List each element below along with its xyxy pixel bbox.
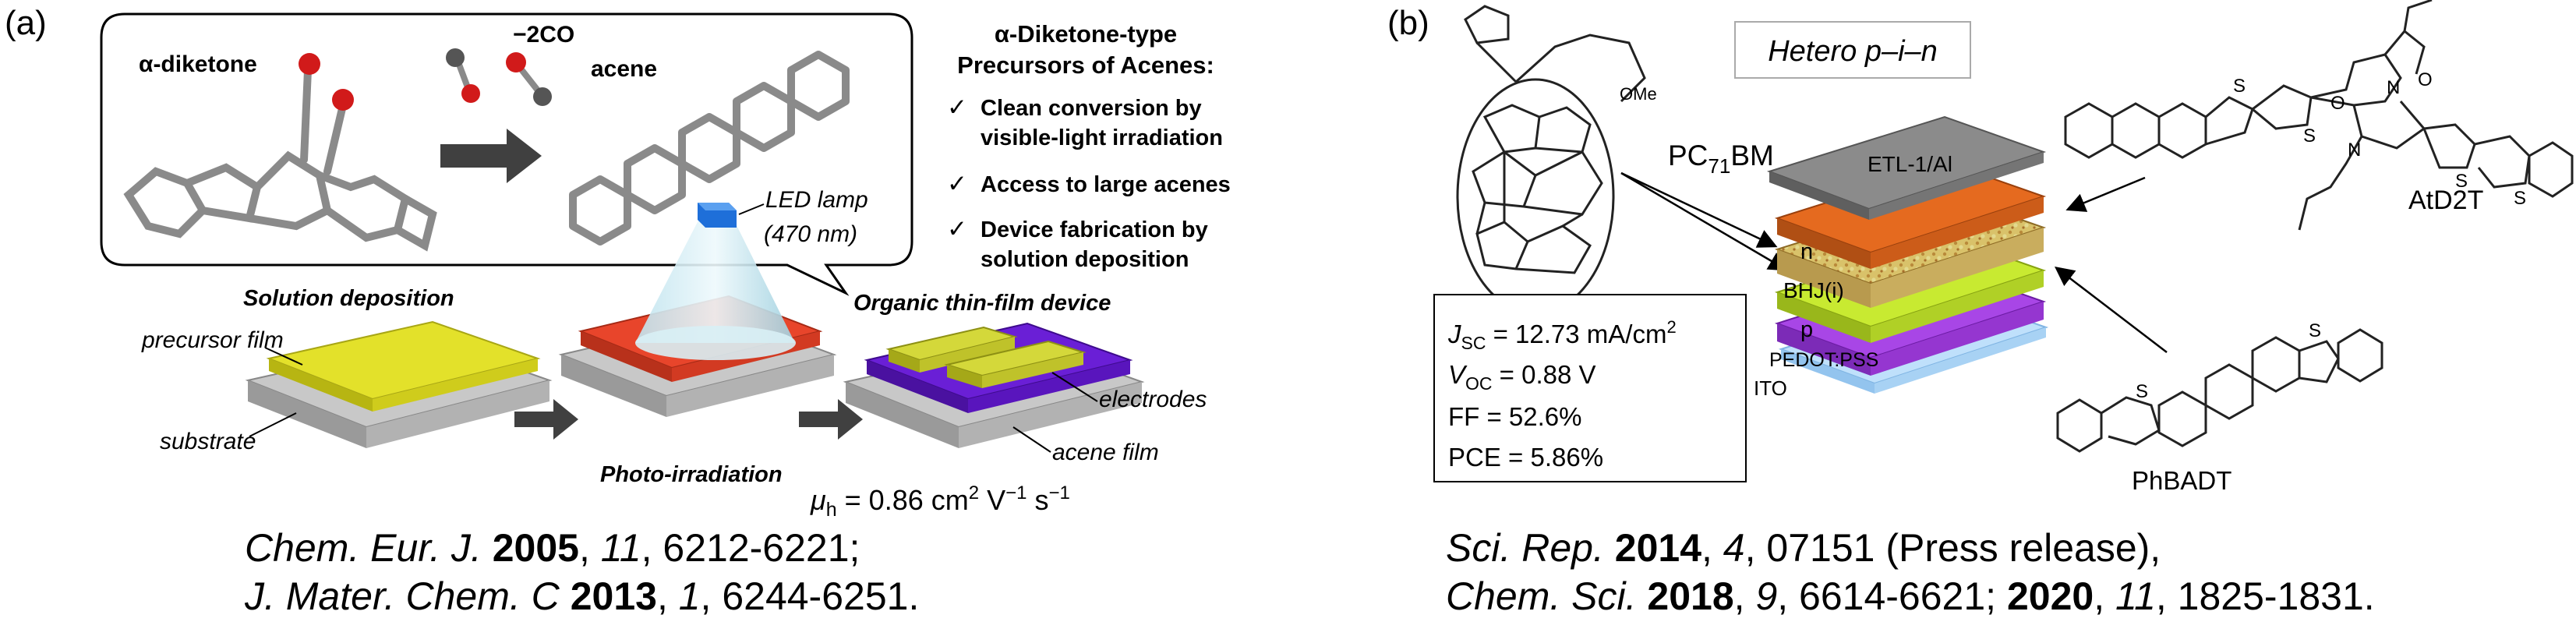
device-layer-stack <box>1766 115 2049 394</box>
label-acene: acene <box>591 56 657 82</box>
svg-text:S: S <box>2233 76 2246 97</box>
electrodes-leader <box>1051 372 1098 402</box>
layer-bhj: BHJ(i) <box>1783 278 1844 302</box>
atd2t-molecule <box>2064 0 2574 231</box>
precursors-title-1: α-Diketone-type <box>995 20 1177 48</box>
acene-molecule <box>569 51 850 246</box>
precursors-title-2: Precursors of Acenes: <box>957 51 1214 79</box>
label-photo-irradiation: Photo-irradiation <box>600 462 783 487</box>
mobility-value: μh = 0.86 cm2 V−1 s−1 <box>810 482 1070 521</box>
svg-text:S: S <box>2309 320 2321 341</box>
hetero-box <box>1734 21 1971 79</box>
conversion-arrow <box>440 129 542 183</box>
label-precursor-film: precursor film <box>141 327 284 353</box>
svg-text:S: S <box>2303 125 2316 147</box>
svg-text:S: S <box>2136 381 2148 402</box>
precursor-film-leader <box>264 347 303 366</box>
layer-p: p <box>1800 317 1813 342</box>
phbadt-atoms: S S <box>2136 320 2321 402</box>
pcbm-arrow-bhj <box>1620 171 1789 271</box>
svg-text:O: O <box>2330 93 2345 114</box>
precursors-list: α-Diketone-type Precursors of Acenes: ✓ … <box>947 20 1231 272</box>
metric-jsc: JSC = 12.73 mA/cm2 <box>1447 317 1677 353</box>
label-solution-deposition: Solution deposition <box>243 286 454 311</box>
precursor-film-stack <box>245 320 553 448</box>
phbadt-molecule <box>2056 328 2383 453</box>
layer-n: n <box>1800 239 1813 264</box>
citation-b-line-2: Chem. Sci. 2018, 9, 6614-6621; 2020, 11,… <box>1446 574 2375 618</box>
oxygen-atoms <box>299 53 354 111</box>
item-3-line-2: solution deposition <box>981 247 1189 272</box>
metric-ff: FF = 52.6% <box>1448 402 1582 431</box>
metric-pce: PCE = 5.86% <box>1448 443 1603 472</box>
svg-text:O: O <box>2418 69 2433 90</box>
atd2t-arrow <box>2065 176 2146 212</box>
label-atd2t: AtD2T <box>2408 186 2483 215</box>
check-icon: ✓ <box>947 94 967 121</box>
label-ome: OMe <box>1620 84 1657 104</box>
panel-a-tag: (a) <box>5 4 47 42</box>
layer-ito: ITO <box>1754 376 1787 400</box>
device-stack <box>843 322 1145 448</box>
layer-pedot: PEDOT:PSS <box>1769 349 1878 371</box>
label-electrodes: electrodes <box>1099 387 1207 412</box>
check-icon: ✓ <box>947 215 967 242</box>
label-acene-film: acene film <box>1052 440 1159 465</box>
metric-voc: VOC = 0.88 V <box>1448 360 1596 394</box>
item-2-line-1: Access to large acenes <box>981 172 1231 197</box>
label-substrate: substrate <box>160 429 256 454</box>
citation-a-line-1: Chem. Eur. J. 2005, 11, 6212-6221; <box>245 526 860 570</box>
svg-text:N: N <box>2348 140 2361 161</box>
citation-b-line-1: Sci. Rep. 2014, 4, 07151 (Press release)… <box>1446 526 2161 570</box>
label-device-title: Organic thin-film device <box>853 291 1111 316</box>
metrics-box <box>1433 294 1747 482</box>
label-led-1: LED lamp <box>765 187 868 213</box>
citation-a-line-2: J. Mater. Chem. C 2013, 1, 6244-6251. <box>245 574 920 618</box>
check-icon: ✓ <box>947 170 967 197</box>
svg-text:S: S <box>2455 171 2468 192</box>
pc71bm-molecule <box>1456 5 1646 315</box>
step-arrow-2 <box>799 399 863 440</box>
label-co: −2CO <box>513 22 574 48</box>
svg-text:N: N <box>2387 77 2400 98</box>
led-leader <box>738 203 765 215</box>
label-hetero: Hetero p–i–n <box>1768 35 1938 68</box>
label-diketone: α-diketone <box>139 51 257 77</box>
phbadt-arrow <box>2055 266 2168 353</box>
item-1-line-1: Clean conversion by <box>981 96 1202 121</box>
panel-b-tag: (b) <box>1387 4 1429 42</box>
label-phbadt: PhBADT <box>2132 466 2231 495</box>
item-1-line-2: visible-light irradiation <box>981 125 1223 150</box>
led-lamp <box>635 203 796 360</box>
pcbm-arrow-n <box>1620 171 1778 248</box>
co-molecules <box>446 48 552 106</box>
item-3-line-1: Device fabrication by <box>981 217 1208 242</box>
label-pcbm: PC71BM <box>1668 140 1774 178</box>
step-arrow-1 <box>514 399 578 440</box>
layer-etl: ETL-1/Al <box>1868 152 1952 176</box>
acene-film-leader <box>1012 426 1051 453</box>
atd2t-atoms: S S N N O O S S <box>2233 69 2526 209</box>
diketone-molecule <box>123 66 437 252</box>
substrate-leader <box>249 412 297 437</box>
svg-text:S: S <box>2514 188 2526 209</box>
label-led-2: (470 nm) <box>764 221 857 247</box>
